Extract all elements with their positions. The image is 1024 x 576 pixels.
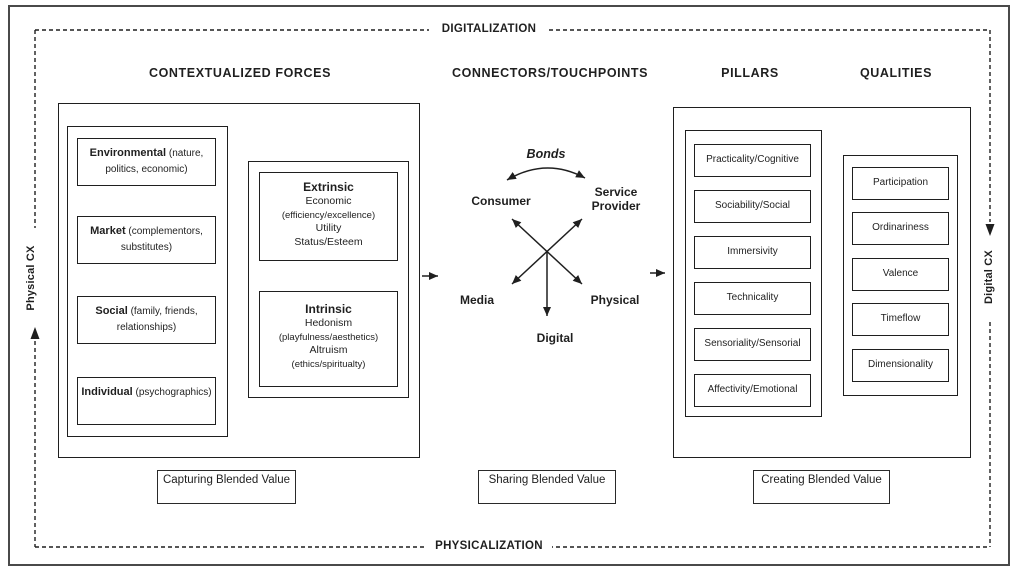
pillar-technicality: Technicality <box>694 282 811 315</box>
force-individual-box: Individual (psychographics) <box>77 377 216 425</box>
intrinsic-line: (ethics/spiritualty) <box>291 358 366 370</box>
physical-cx-up-arrowhead <box>30 327 40 339</box>
intrinsic-box: Intrinsic Hedonism (playfulness/aestheti… <box>259 291 398 387</box>
creating-blended-value-box: Creating Blended Value <box>753 470 890 504</box>
extrinsic-line: Economic <box>305 195 352 207</box>
force-environmental-box: Environmental (nature, politics, economi… <box>77 138 216 186</box>
bonds-curved-arrow <box>506 167 586 181</box>
pillar-practicality-cognitive: Practicality/Cognitive <box>694 144 811 177</box>
force-title: Market <box>90 225 126 237</box>
sharing-blended-value-box: Sharing Blended Value <box>478 470 616 504</box>
force-title: Social <box>95 305 128 317</box>
force-detail: (psychographics) <box>135 387 212 398</box>
quality-dimensionality: Dimensionality <box>852 349 949 382</box>
header-contextualized-forces: CONTEXTUALIZED FORCES <box>148 66 332 80</box>
intrinsic-line: Hedonism <box>304 317 353 329</box>
pillar-affectivity-emotional: Affectivity/Emotional <box>694 374 811 407</box>
extrinsic-line: (efficiency/excellence) <box>281 209 376 221</box>
force-title: Individual <box>81 386 133 398</box>
quality-valence: Valence <box>852 258 949 291</box>
header-pillars: PILLARS <box>721 66 779 80</box>
touchpoint-star <box>506 167 586 316</box>
force-detail: (complementors, substitutes) <box>120 226 203 253</box>
capturing-blended-value-box: Capturing Blended Value <box>157 470 296 504</box>
force-detail: (family, friends, relationships) <box>116 306 198 333</box>
force-social-box: Social (family, friends, relationships) <box>77 296 216 344</box>
intrinsic-title: Intrinsic <box>305 302 352 316</box>
intrinsic-line: (playfulness/aesthetics) <box>278 331 379 343</box>
arrow-serviceprovider-media <box>511 218 583 285</box>
extrinsic-line: Utility <box>315 222 342 234</box>
bonds-label: Bonds <box>526 147 566 161</box>
dashed-boundary <box>34 29 991 548</box>
digital-label: Digital <box>536 331 574 345</box>
physical-cx-label: Physical CX <box>25 245 37 311</box>
physical-label: Physical <box>590 293 640 307</box>
media-label: Media <box>459 293 495 307</box>
pillar-sociability-social: Sociability/Social <box>694 190 811 223</box>
service-provider-label: Service Provider <box>592 185 641 213</box>
pillars-box <box>685 130 822 417</box>
quality-timeflow: Timeflow <box>852 303 949 336</box>
physicalization-label: PHYSICALIZATION <box>426 540 552 552</box>
digitalization-label: DIGITALIZATION <box>429 23 549 35</box>
quality-participation: Participation <box>852 167 949 200</box>
quality-ordinariness: Ordinariness <box>852 212 949 245</box>
force-market-box: Market (complementors, substitutes) <box>77 216 216 264</box>
service-provider-line2: Provider <box>591 199 641 213</box>
intrinsic-line: Altruism <box>309 344 348 356</box>
extrinsic-title: Extrinsic <box>303 180 354 194</box>
header-connectors-touchpoints: CONNECTORS/TOUCHPOINTS <box>451 66 649 80</box>
force-detail: (nature, politics, economic) <box>105 148 204 175</box>
force-title: Environmental <box>89 147 167 159</box>
extrinsic-line: Status/Esteem <box>294 235 363 248</box>
digital-cx-down-arrowhead <box>985 224 995 236</box>
header-qualities: QUALITIES <box>859 66 933 80</box>
digital-cx-label: Digital CX <box>983 250 995 304</box>
consumer-label: Consumer <box>471 194 531 208</box>
pillar-immersivity: Immersivity <box>694 236 811 269</box>
pillar-sensoriality-sensorial: Sensoriality/Sensorial <box>694 328 811 361</box>
service-provider-line1: Service <box>594 185 638 199</box>
extrinsic-box: Extrinsic Economic (efficiency/excellenc… <box>259 172 398 261</box>
